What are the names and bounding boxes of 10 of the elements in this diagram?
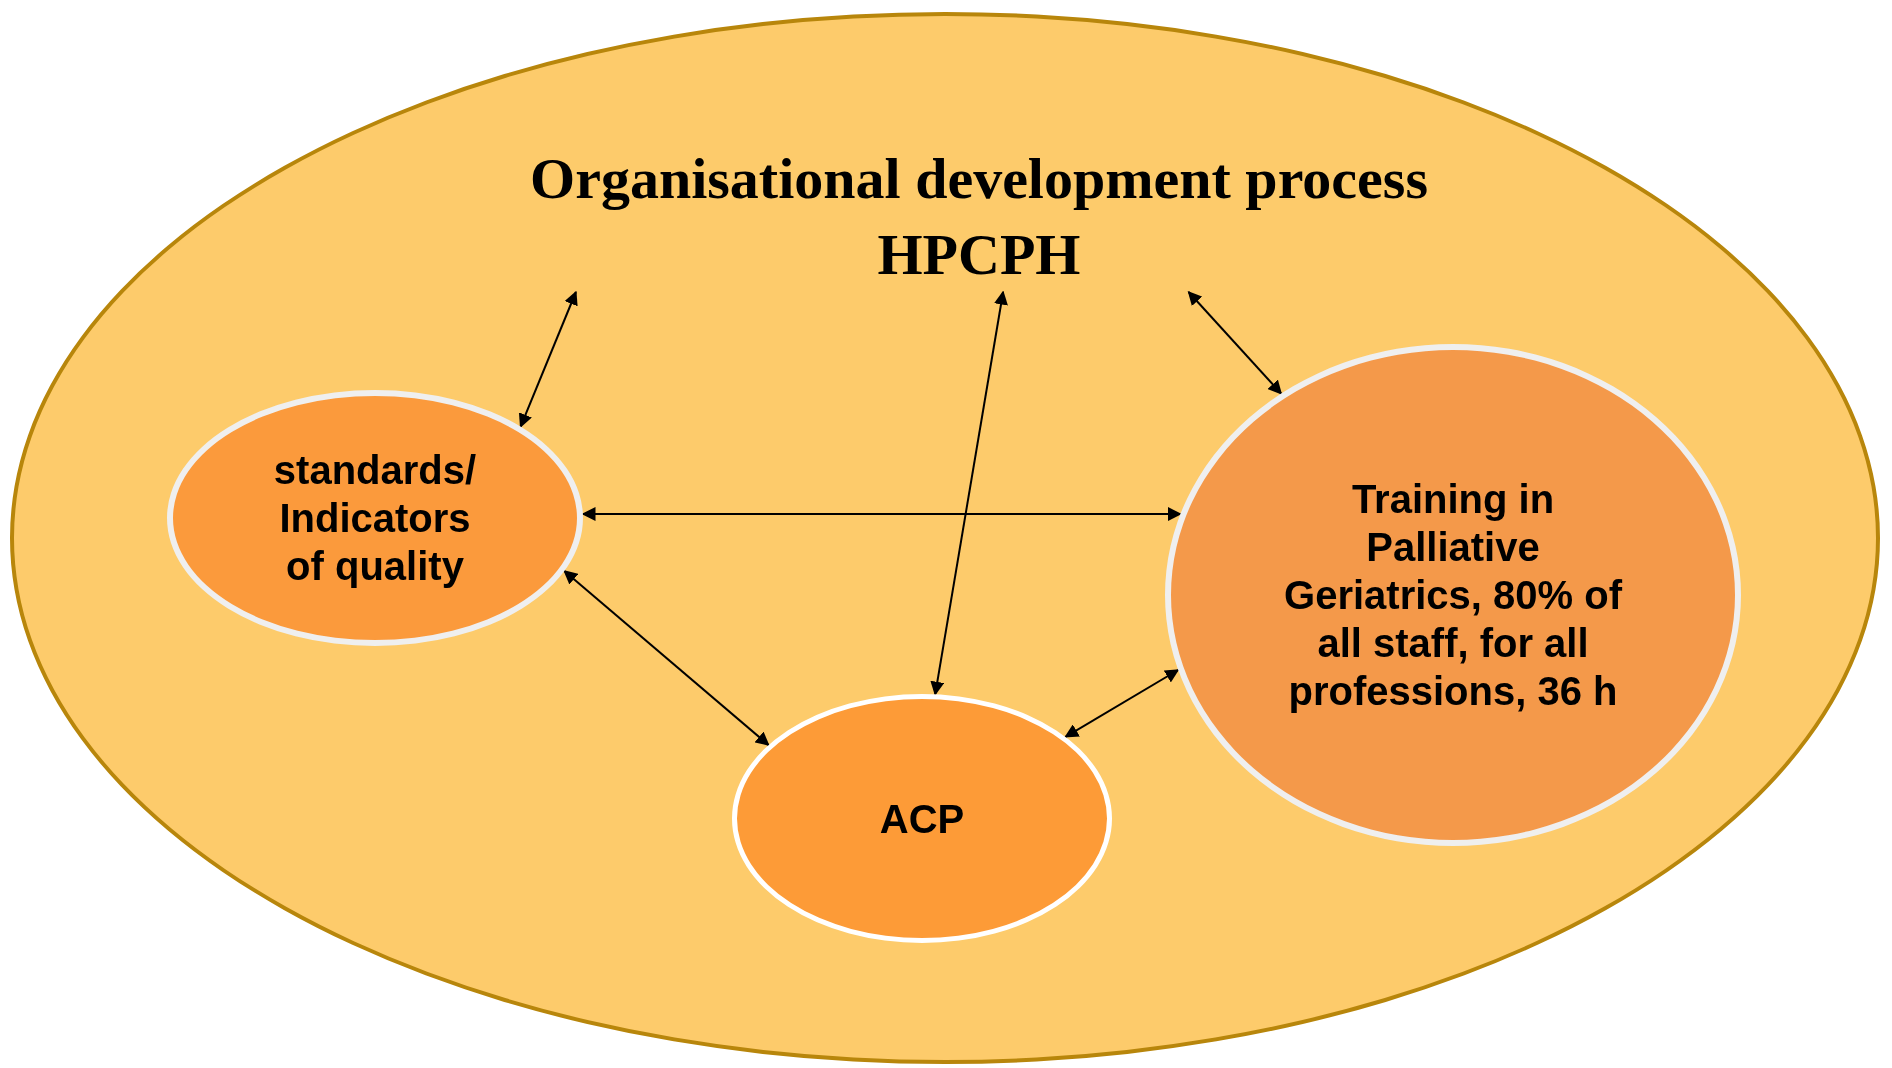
- double-arrow: [1187, 290, 1283, 395]
- double-arrow: [930, 290, 1008, 696]
- node-label: ACP: [878, 795, 966, 843]
- node-label: standards/ Indicators of quality: [272, 447, 478, 590]
- node-label: Training in Palliative Geriatrics, 80% of all staff, for all professions, 36 h: [1283, 476, 1624, 715]
- diagram-heading: Organisational development process HPCPH: [474, 142, 1484, 292]
- double-arrow: [581, 507, 1182, 521]
- double-arrow: [518, 290, 578, 428]
- double-arrow: [1064, 669, 1180, 738]
- double-arrow: [563, 570, 770, 747]
